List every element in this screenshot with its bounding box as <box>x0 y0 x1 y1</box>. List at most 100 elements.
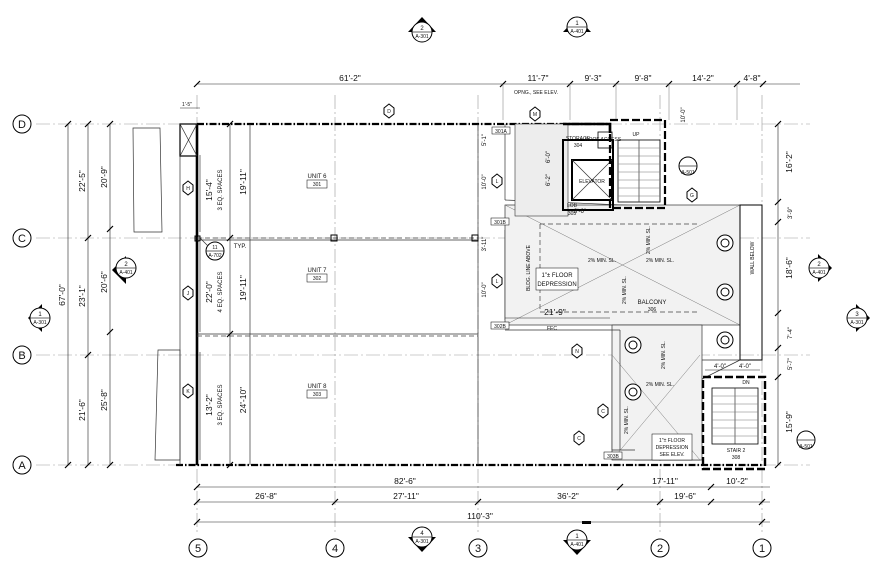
room-tag-unit-8[interactable]: UNIT 8 303 <box>306 384 328 399</box>
svg-text:D: D <box>387 109 391 115</box>
section-marker-bottom-right[interactable]: 1 A-401 <box>563 521 591 555</box>
svg-text:5'-1": 5'-1" <box>482 134 488 146</box>
dimensions-left: 67'-0" 22'-5" 23'-1" 21'-6" 20'-9" 20'-6… <box>57 120 114 469</box>
svg-text:9'-3": 9'-3" <box>585 73 602 83</box>
grid-bubble-col-3[interactable]: 3 <box>468 538 488 558</box>
svg-text:15'-4": 15'-4" <box>204 179 214 201</box>
fec-label: FEC <box>547 326 557 332</box>
svg-text:24'-10": 24'-10" <box>238 387 248 413</box>
svg-text:1"± FLOOR: 1"± FLOOR <box>659 438 685 444</box>
section-marker-top-right[interactable]: 1 A-401 <box>563 16 591 38</box>
svg-text:20'-9": 20'-9" <box>99 166 109 188</box>
slope-label-5: 2% MIN. SL. <box>646 382 674 388</box>
grid-bubble-row-d[interactable]: D <box>12 114 32 134</box>
svg-text:14'-2": 14'-2" <box>692 73 714 83</box>
wall-tag-c-1[interactable]: C <box>597 403 609 419</box>
svg-text:302B: 302B <box>494 324 506 330</box>
svg-text:36'-2": 36'-2" <box>557 491 579 501</box>
dimensions-right: 16'-2" 3'-9" 18'-6" 7'-4" 5'-7" 15'-9" <box>774 120 794 469</box>
svg-text:C: C <box>577 436 581 442</box>
grid-bubble-col-4[interactable]: 4 <box>325 538 345 558</box>
section-marker-top-left[interactable]: 2 A-301 <box>408 17 436 43</box>
slope-label-7: 2% MIN. SL. <box>624 406 630 434</box>
svg-text:17'-11": 17'-11" <box>652 476 678 486</box>
wall-tag-d[interactable]: D <box>383 103 395 119</box>
svg-text:UNIT 8: UNIT 8 <box>308 384 328 390</box>
grid-bubble-row-a[interactable]: A <box>12 455 32 475</box>
wall-tag-m[interactable]: M <box>529 106 541 122</box>
wall-tag-k[interactable]: K <box>182 383 194 399</box>
wall-tag-l-1[interactable]: L <box>491 173 503 189</box>
svg-text:D: D <box>18 119 26 131</box>
svg-text:C: C <box>18 233 26 245</box>
svg-text:21'-9": 21'-9" <box>544 307 566 317</box>
slope-label-6: 2% MIN. SL. <box>661 341 667 369</box>
detail-callout-a501-top[interactable]: A-501 <box>678 156 698 176</box>
room-tag-unit-6[interactable]: UNIT 6 301 <box>306 174 328 189</box>
door-tag-301a[interactable]: 301A <box>491 126 511 135</box>
dimensions-top: 61'-2" 11'-7" 9'-3" 9'-8" 14'-2" 4'-8" O… <box>180 73 800 120</box>
svg-text:2: 2 <box>124 262 128 268</box>
svg-text:A-401: A-401 <box>812 270 826 276</box>
svg-text:4: 4 <box>420 531 424 537</box>
unit-vertical-dims: 19'-11" 19'-11" 24'-10" 15'-4" 3 EQ. SPA… <box>199 120 248 469</box>
svg-text:82'-6": 82'-6" <box>394 476 416 486</box>
svg-text:3 EQ. SPACES: 3 EQ. SPACES <box>218 385 224 426</box>
svg-text:11: 11 <box>212 245 217 251</box>
door-tag-303b[interactable]: 303B <box>603 451 623 460</box>
core-top: ELEVATOR STORAGE 304 ROOF ACCESS LOB 305… <box>514 118 667 217</box>
room-label-elevator: ELEVATOR <box>579 179 605 185</box>
svg-text:M: M <box>533 112 537 118</box>
svg-text:23'-1": 23'-1" <box>77 285 87 307</box>
svg-text:B: B <box>18 350 25 362</box>
section-marker-bottom-left[interactable]: 4 A-301 <box>408 526 436 552</box>
detail-callout-a501-bottom[interactable]: A-501 <box>796 430 816 450</box>
grid-bubble-col-2[interactable]: 2 <box>650 538 670 558</box>
svg-text:19'-6": 19'-6" <box>674 491 696 501</box>
grid-bubble-col-1[interactable]: 1 <box>752 538 772 558</box>
balcony-area <box>504 199 763 461</box>
section-marker-left[interactable]: 1 A-301 <box>28 304 51 332</box>
dimensions-bottom: 82'-6" 17'-11" 26'-8" 27'-11" 36'-2" 19'… <box>193 476 770 526</box>
grid-bubble-row-b[interactable]: B <box>12 345 32 365</box>
svg-text:26'-8": 26'-8" <box>255 491 277 501</box>
svg-text:BALCONY: BALCONY <box>638 300 667 306</box>
wall-tag-n[interactable]: N <box>571 343 583 359</box>
wall-below-label: WALL BELOW <box>750 241 756 274</box>
door-tag-302b[interactable]: 302B <box>490 321 510 330</box>
svg-text:OPNG., SEE ELEV.: OPNG., SEE ELEV. <box>514 90 558 96</box>
detail-callout-11[interactable]: 11 A-702 TYP. <box>199 237 247 261</box>
grid-bubble-col-5[interactable]: 5 <box>188 538 208 558</box>
svg-text:308: 308 <box>732 455 741 461</box>
svg-text:TYP.: TYP. <box>234 244 247 250</box>
wall-tag-g[interactable]: G <box>686 187 698 203</box>
svg-text:16'-2": 16'-2" <box>784 151 794 173</box>
svg-text:1"± FLOOR: 1"± FLOOR <box>541 273 573 279</box>
svg-text:15'-9": 15'-9" <box>784 411 794 433</box>
svg-text:3: 3 <box>855 312 859 318</box>
svg-text:304: 304 <box>574 143 583 149</box>
floor-depression-label: 1"± FLOOR DEPRESSION <box>535 267 579 291</box>
wall-tag-j[interactable]: J <box>182 285 194 301</box>
section-marker-grid-b-left[interactable]: 2 A-401 <box>112 256 137 284</box>
svg-text:G: G <box>690 193 694 199</box>
svg-text:2: 2 <box>817 262 821 268</box>
door-tag-301b[interactable]: 301B <box>490 217 510 226</box>
svg-text:306: 306 <box>648 307 657 313</box>
svg-text:3: 3 <box>475 543 481 555</box>
svg-text:303B: 303B <box>607 454 619 460</box>
wall-tag-c-2[interactable]: C <box>573 430 585 446</box>
section-marker-right-upper[interactable]: 2 A-401 <box>808 254 832 282</box>
grid-bubble-row-c[interactable]: C <box>12 228 32 248</box>
section-marker-right[interactable]: 3 A-301 <box>846 304 870 332</box>
svg-text:7'-4": 7'-4" <box>788 327 794 339</box>
room-tag-unit-7[interactable]: UNIT 7 302 <box>306 268 328 283</box>
svg-text:5: 5 <box>195 543 201 555</box>
svg-text:A-702: A-702 <box>208 253 222 259</box>
wall-tag-h[interactable]: H <box>182 180 194 196</box>
wall-tag-l-2[interactable]: L <box>491 273 503 289</box>
svg-text:27'-11": 27'-11" <box>393 491 419 501</box>
room-tag-balcony[interactable]: BALCONY 306 <box>638 300 667 313</box>
svg-text:20'-6": 20'-6" <box>99 271 109 293</box>
room-label-lob: LOB <box>567 203 578 209</box>
